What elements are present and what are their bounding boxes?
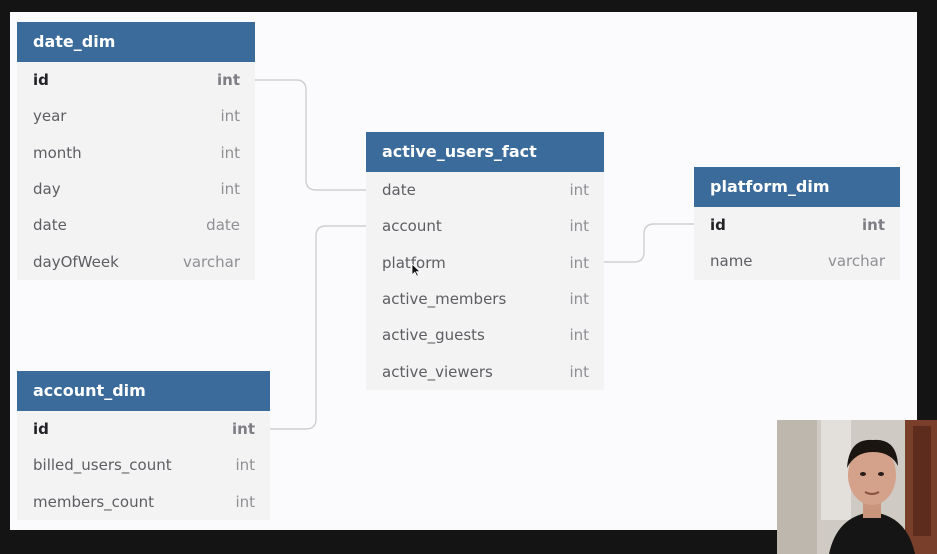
column-name: year: [33, 107, 67, 126]
column-name: date: [33, 216, 67, 235]
column-name: members_count: [33, 492, 155, 511]
column-type: varchar: [182, 252, 240, 271]
table-row[interactable]: date int: [366, 172, 604, 208]
table-account-dim[interactable]: account_dim id int billed_users_count in…: [17, 371, 270, 520]
column-type: int: [862, 216, 885, 235]
column-type: int: [569, 326, 589, 345]
table-row[interactable]: date date: [17, 207, 255, 243]
table-row[interactable]: billed_users_count int: [17, 447, 270, 483]
column-type: int: [569, 217, 589, 236]
column-name: month: [33, 143, 82, 162]
column-type: int: [569, 362, 589, 381]
column-name: name: [710, 252, 753, 271]
column-type: date: [206, 216, 240, 235]
table-row[interactable]: active_viewers int: [366, 353, 604, 389]
column-type: varchar: [827, 252, 885, 271]
column-name: active_viewers: [382, 362, 493, 381]
table-row[interactable]: day int: [17, 171, 255, 207]
presenter-webcam: [777, 420, 937, 554]
column-name: id: [33, 420, 49, 439]
table-row[interactable]: members_count int: [17, 484, 270, 520]
table-row[interactable]: month int: [17, 135, 255, 171]
table-row[interactable]: platform int: [366, 245, 604, 281]
mouse-cursor-icon: [411, 263, 421, 277]
column-type: int: [569, 181, 589, 200]
table-row[interactable]: id int: [694, 207, 900, 243]
table-date-dim[interactable]: date_dim id int year int month int day i…: [17, 22, 255, 280]
column-name: date: [382, 181, 416, 200]
column-type: int: [569, 253, 589, 272]
table-row[interactable]: account int: [366, 208, 604, 244]
table-header[interactable]: account_dim: [17, 371, 270, 411]
table-row[interactable]: id int: [17, 62, 255, 98]
table-row[interactable]: name varchar: [694, 243, 900, 279]
table-row[interactable]: dayOfWeek varchar: [17, 243, 255, 279]
column-name: id: [710, 216, 726, 235]
column-type: int: [220, 107, 240, 126]
table-row[interactable]: year int: [17, 98, 255, 134]
column-name: active_guests: [382, 326, 485, 345]
table-row[interactable]: active_guests int: [366, 317, 604, 353]
column-type: int: [220, 143, 240, 162]
column-type: int: [232, 420, 255, 439]
presenter-video-frame: [777, 420, 937, 554]
column-name: day: [33, 180, 61, 199]
column-name: platform: [382, 253, 446, 272]
table-row[interactable]: active_members int: [366, 281, 604, 317]
table-header[interactable]: active_users_fact: [366, 132, 604, 172]
column-type: int: [235, 492, 255, 511]
table-active-users-fact[interactable]: active_users_fact date int account int p…: [366, 132, 604, 390]
column-type: int: [235, 456, 255, 475]
column-name: id: [33, 71, 49, 90]
column-type: int: [217, 71, 240, 90]
column-type: int: [569, 290, 589, 309]
table-header[interactable]: platform_dim: [694, 167, 900, 207]
column-name: billed_users_count: [33, 456, 172, 475]
column-type: int: [220, 180, 240, 199]
table-row[interactable]: id int: [17, 411, 270, 447]
column-name: active_members: [382, 290, 507, 309]
column-name: account: [382, 217, 442, 236]
column-name: dayOfWeek: [33, 252, 119, 271]
table-platform-dim[interactable]: platform_dim id int name varchar: [694, 167, 900, 280]
table-header[interactable]: date_dim: [17, 22, 255, 62]
